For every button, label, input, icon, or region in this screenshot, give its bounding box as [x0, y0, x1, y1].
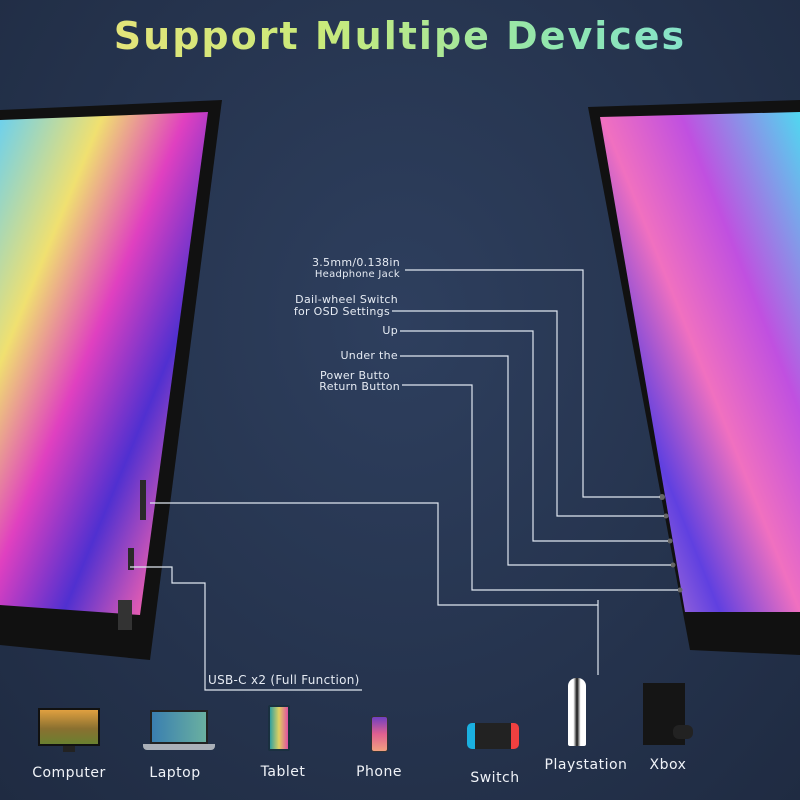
switch-console-icon — [467, 723, 519, 749]
laptop-icon — [150, 710, 208, 744]
left-monitor — [0, 100, 222, 660]
device-label-xbox: Xbox — [649, 757, 687, 773]
label-power-line1: Power Butto — [320, 369, 390, 382]
label-power-line2: Return Button — [319, 380, 400, 393]
label-usbc: USB-C x2 (Full Function) — [208, 673, 360, 687]
label-headphone-line1: 3.5mm/0.138in — [311, 256, 400, 269]
phone-icon — [371, 716, 388, 752]
playstation-icon — [568, 678, 586, 746]
label-dial-line2: for OSD Settings — [293, 305, 390, 318]
tablet-icon — [268, 705, 290, 751]
label-headphone-line2: Headphone Jack — [314, 269, 400, 280]
monitor-stand-icon — [63, 746, 75, 752]
device-label-playstation: Playstation — [544, 757, 628, 773]
laptop-base-icon — [143, 744, 215, 750]
device-label-switch: Switch — [470, 770, 520, 786]
label-up: Up — [382, 324, 398, 337]
label-under: Under the — [340, 349, 398, 362]
page-title: Support Multipe Devices — [0, 14, 800, 58]
leader-lines — [130, 269, 678, 691]
usb-port — [118, 600, 132, 630]
device-label-computer: Computer — [32, 765, 106, 781]
monitor-icon — [38, 708, 100, 746]
device-label-phone: Phone — [356, 764, 402, 780]
device-label-tablet: Tablet — [260, 764, 306, 780]
right-monitor — [588, 100, 800, 655]
label-dial-line1: Dail-wheel Switch — [295, 293, 398, 306]
xbox-controller-icon — [673, 725, 693, 739]
device-label-laptop: Laptop — [149, 765, 201, 781]
